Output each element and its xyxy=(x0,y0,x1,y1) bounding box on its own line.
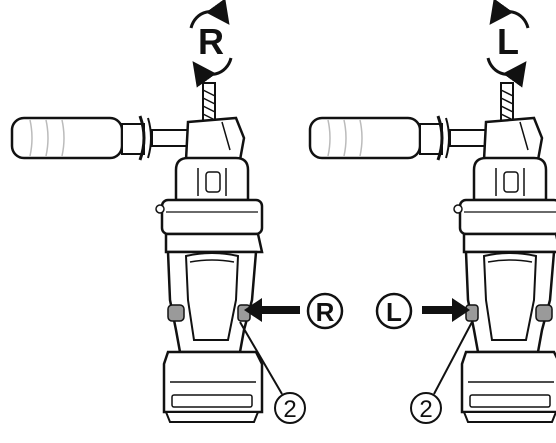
drill-illustration-right xyxy=(10,81,264,424)
callout-number-left: 2 xyxy=(419,396,432,423)
rotation-label-right: R xyxy=(198,21,224,62)
callout-leader-left xyxy=(433,321,473,395)
panel-right-rotation: R R 2 xyxy=(10,0,344,424)
rotation-symbol-right-icon: R xyxy=(189,0,233,88)
switch-arrow-left-head xyxy=(452,298,470,322)
direction-switch-left-side xyxy=(167,304,185,322)
rotation-symbol-left-icon: L xyxy=(486,0,530,88)
callout-circle-left xyxy=(410,392,442,424)
drill-illustration-left xyxy=(308,81,556,424)
callout-circle-right xyxy=(274,392,306,424)
arrow-label-right: R xyxy=(316,297,335,327)
callout-number-right: 2 xyxy=(283,396,296,423)
panel-left-rotation: L L 2 xyxy=(308,0,556,424)
arrow-label-right-icon: R xyxy=(306,292,344,330)
direction-switch-left-side-b xyxy=(465,304,479,322)
switch-arrow-right-head xyxy=(244,298,262,322)
arrow-label-left-icon: L xyxy=(375,292,413,330)
direction-switch-right-side-b xyxy=(535,304,553,322)
callout-leader-right xyxy=(239,321,283,395)
rotation-label-left: L xyxy=(497,21,519,62)
arrow-label-left: L xyxy=(386,297,402,327)
